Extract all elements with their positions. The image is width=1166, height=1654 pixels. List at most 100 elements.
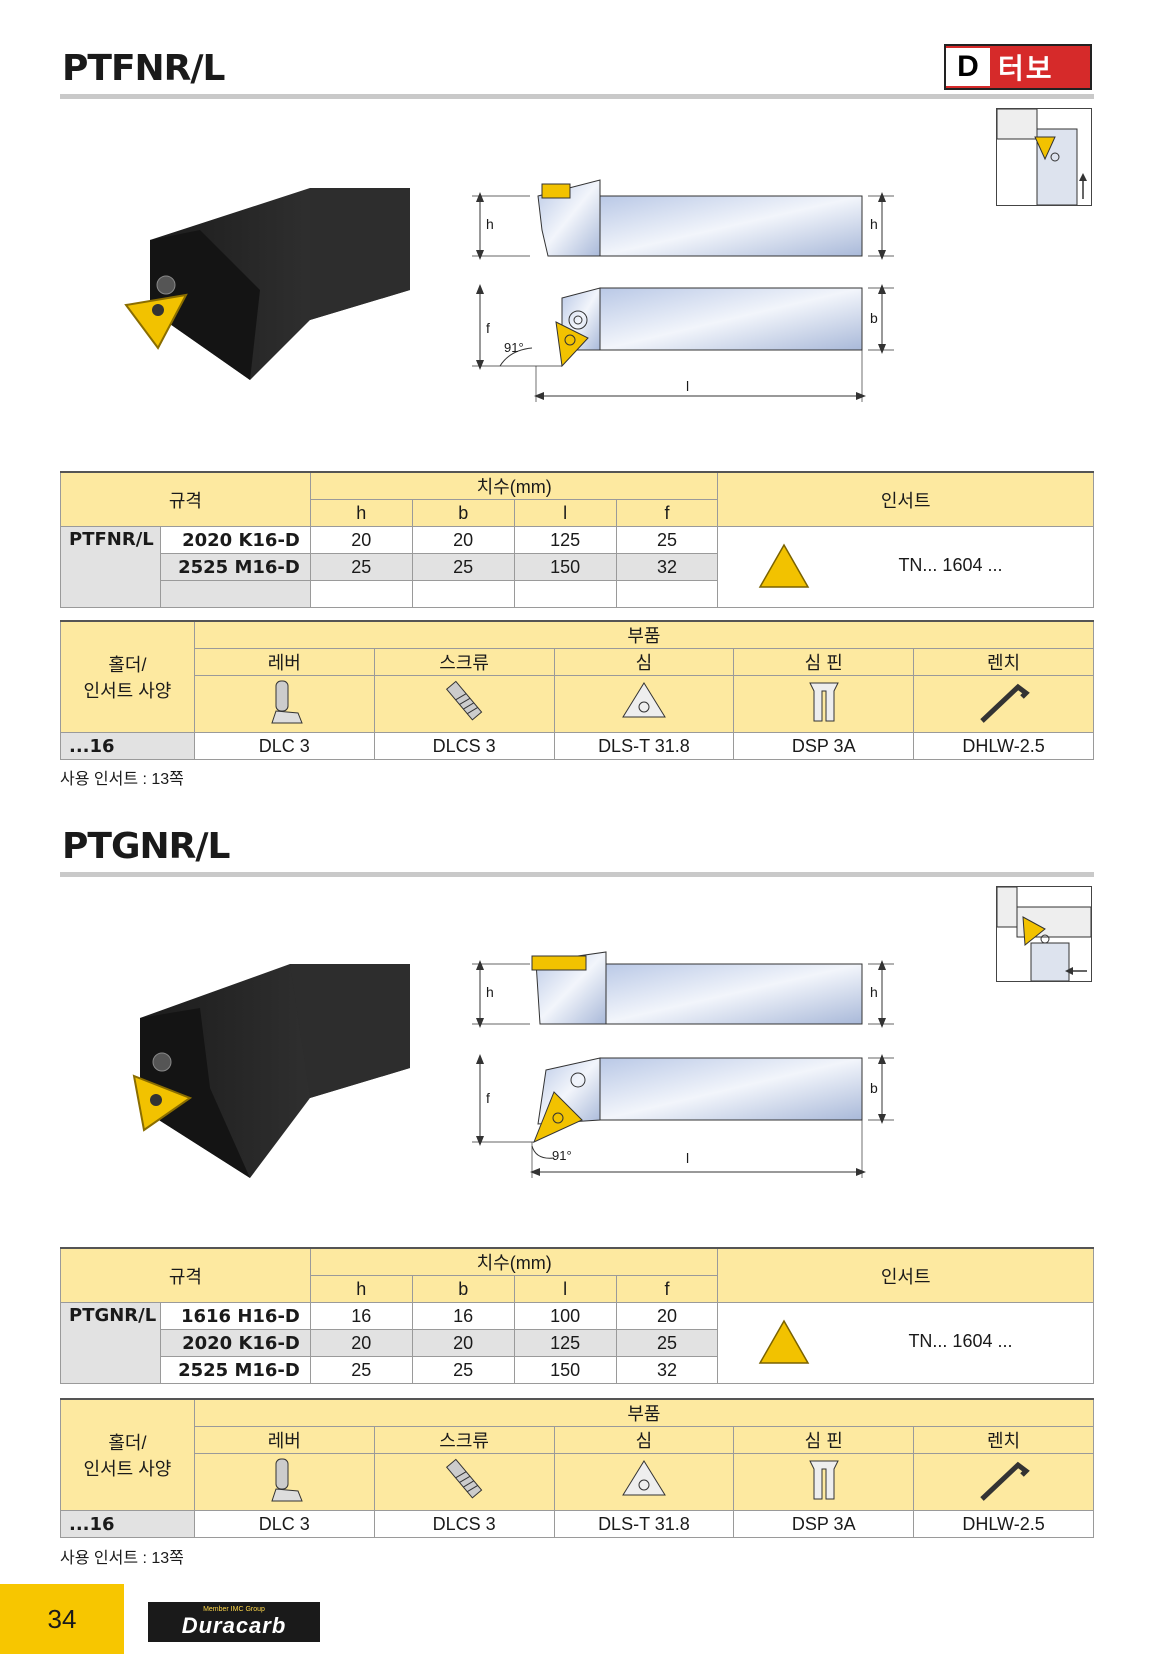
side-view-drawing	[472, 179, 894, 402]
dim-label-h-right: h	[870, 216, 878, 232]
part-col-lever: 레버	[193, 648, 375, 676]
dim-col-l: l	[513, 1275, 617, 1303]
size-label: ...16	[60, 732, 195, 760]
insert-icon	[124, 293, 188, 350]
dim-col-f: f	[615, 499, 719, 527]
screw-icon	[446, 1458, 483, 1498]
tool-photo	[124, 188, 410, 380]
brand-logo-text: 터보	[998, 53, 1054, 84]
cell-h: 25	[309, 553, 413, 581]
cell-l: 125	[513, 526, 617, 554]
holder-label-line2: 인서트 사양	[83, 1459, 172, 1479]
insert-cell: TN... 1604 ...	[717, 526, 1094, 608]
series-name: PTFNR/L	[60, 526, 161, 608]
empty-cell	[513, 580, 617, 608]
dim-label-angle: 91°	[552, 1148, 572, 1163]
dim-label-l: l	[686, 378, 690, 394]
empty-cell	[615, 580, 719, 608]
dim-col-b: b	[411, 1275, 515, 1303]
model-code: 2525 M16-D	[159, 1356, 311, 1384]
dim-label-f: f	[486, 1090, 490, 1106]
cell-h: 20	[309, 1329, 413, 1357]
part-col-lever: 레버	[193, 1426, 375, 1454]
part-code: DLCS 3	[373, 1510, 555, 1538]
model-code: 2020 K16-D	[159, 1329, 311, 1357]
shim-image-cell	[553, 1453, 735, 1511]
model-code: 1616 H16-D	[159, 1302, 311, 1330]
holder-label-line1: 홀더/	[108, 655, 147, 675]
part-code: DLC 3	[193, 732, 375, 760]
cell-l: 150	[513, 553, 617, 581]
part-col-screw: 스크류	[373, 1426, 555, 1454]
dim-label-h-right: h	[870, 984, 878, 1000]
cell-l: 100	[513, 1302, 617, 1330]
section-title: PTGNR/L	[62, 826, 230, 867]
dim-label-h-left: h	[486, 216, 494, 232]
dim-col-l: l	[513, 499, 617, 527]
part-code: DHLW-2.5	[913, 1510, 1094, 1538]
duracarb-logo-text: Duracarb	[181, 1613, 287, 1638]
dim-label-b: b	[870, 1080, 878, 1096]
cell-b: 25	[411, 553, 515, 581]
insert-reference-note: 사용 인서트 : 13쪽	[60, 771, 184, 788]
title-rule	[60, 94, 1094, 99]
cell-f: 25	[615, 526, 719, 554]
holder-label: 홀더/ 인서트 사양	[60, 620, 195, 733]
dim-label-angle: 91°	[504, 340, 524, 355]
part-col-shim: 심	[553, 648, 735, 676]
shim-image-cell	[553, 675, 735, 733]
cell-b: 16	[411, 1302, 515, 1330]
cell-l: 150	[513, 1356, 617, 1384]
brand-logo-d-mark: D	[946, 48, 990, 86]
parts-header: 부품	[193, 620, 1095, 649]
part-code: DLC 3	[193, 1510, 375, 1538]
part-col-shim: 심	[553, 1426, 735, 1454]
screw-image-cell	[373, 1453, 555, 1511]
shim-icon	[622, 681, 666, 717]
parts-table: 홀더/ 인서트 사양 부품 레버 스크류 심 심 핀 렌치 ...16 DLC …	[60, 620, 1095, 760]
insert-icon	[132, 1074, 193, 1132]
dim-label-l: l	[686, 1150, 690, 1166]
empty-cell	[411, 580, 515, 608]
dim-label-b: b	[870, 310, 878, 326]
cell-f: 32	[615, 1356, 719, 1384]
cell-h: 20	[309, 526, 413, 554]
triangle-insert-icon	[759, 1319, 810, 1364]
dim-label-f: f	[486, 320, 490, 336]
dim-col-h: h	[309, 1275, 413, 1303]
spec-table: 규격 치수(mm) 인서트 h b l f PTFNR/L 2020 K16-D…	[60, 471, 1094, 608]
model-code: 2020 K16-D	[159, 526, 311, 554]
wrench-image-cell	[913, 675, 1094, 733]
cell-f: 20	[615, 1302, 719, 1330]
insert-header: 인서트	[717, 471, 1094, 527]
tool-photo	[132, 964, 410, 1178]
holder-label: 홀더/ 인서트 사양	[60, 1398, 195, 1511]
shim-pin-image-cell	[733, 1453, 915, 1511]
cell-f: 32	[615, 553, 719, 581]
holder-label-line2: 인서트 사양	[83, 681, 172, 701]
part-col-shim-pin: 심 핀	[733, 1426, 915, 1454]
insert-code: TN... 1604 ...	[908, 1331, 1013, 1351]
model-code: 2525 M16-D	[159, 553, 311, 581]
side-view-drawing	[472, 951, 894, 1178]
orientation-thumbnail	[996, 108, 1092, 206]
triangle-insert-icon	[759, 543, 810, 588]
dim-col-b: b	[411, 499, 515, 527]
brand-logo: D 터보	[944, 44, 1092, 90]
wrench-icon	[979, 683, 1030, 723]
page-number: 34	[0, 1584, 124, 1654]
duracarb-logo: Member IMC Group Duracarb	[148, 1602, 320, 1642]
series-name: PTGNR/L	[60, 1302, 161, 1384]
spec-header: 규격	[60, 471, 311, 527]
part-code: DLCS 3	[373, 732, 555, 760]
cell-b: 20	[411, 526, 515, 554]
spec-header: 규격	[60, 1247, 311, 1303]
cell-h: 16	[309, 1302, 413, 1330]
cell-f: 25	[615, 1329, 719, 1357]
insert-reference-note: 사용 인서트 : 13쪽	[60, 1550, 184, 1567]
screw-image-cell	[373, 675, 555, 733]
lever-image-cell	[193, 1453, 375, 1511]
part-col-wrench: 렌치	[913, 648, 1094, 676]
wrench-image-cell	[913, 1453, 1094, 1511]
part-col-shim-pin: 심 핀	[733, 648, 915, 676]
